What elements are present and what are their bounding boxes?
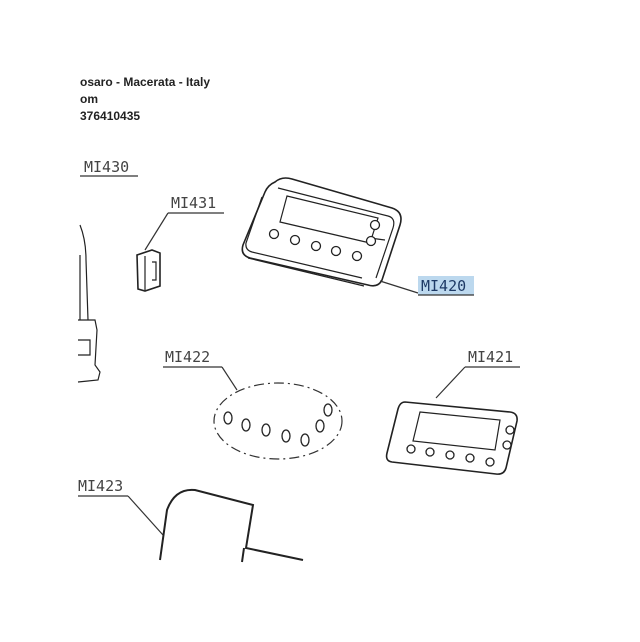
part-mi420: MI420 (241, 177, 474, 296)
label-mi431: MI431 (171, 194, 216, 212)
part-mi423: MI423 (78, 477, 304, 563)
header-address: osaro - Macerata - Italy (80, 75, 211, 89)
part-mi421: MI421 (385, 348, 520, 475)
header-web: om (80, 92, 98, 106)
label-mi420-highlight (418, 276, 474, 295)
part-mi422: MI422 (163, 348, 343, 460)
label-mi430: MI430 (84, 158, 129, 176)
label-mi420[interactable]: MI420 (421, 277, 466, 295)
label-mi421: MI421 (468, 348, 513, 366)
label-mi423: MI423 (78, 477, 123, 495)
header-phone: 376410435 (80, 109, 141, 123)
part-mi431: MI431 (136, 194, 224, 292)
part-mi430: MI430 (77, 158, 138, 383)
label-mi422: MI422 (165, 348, 210, 366)
